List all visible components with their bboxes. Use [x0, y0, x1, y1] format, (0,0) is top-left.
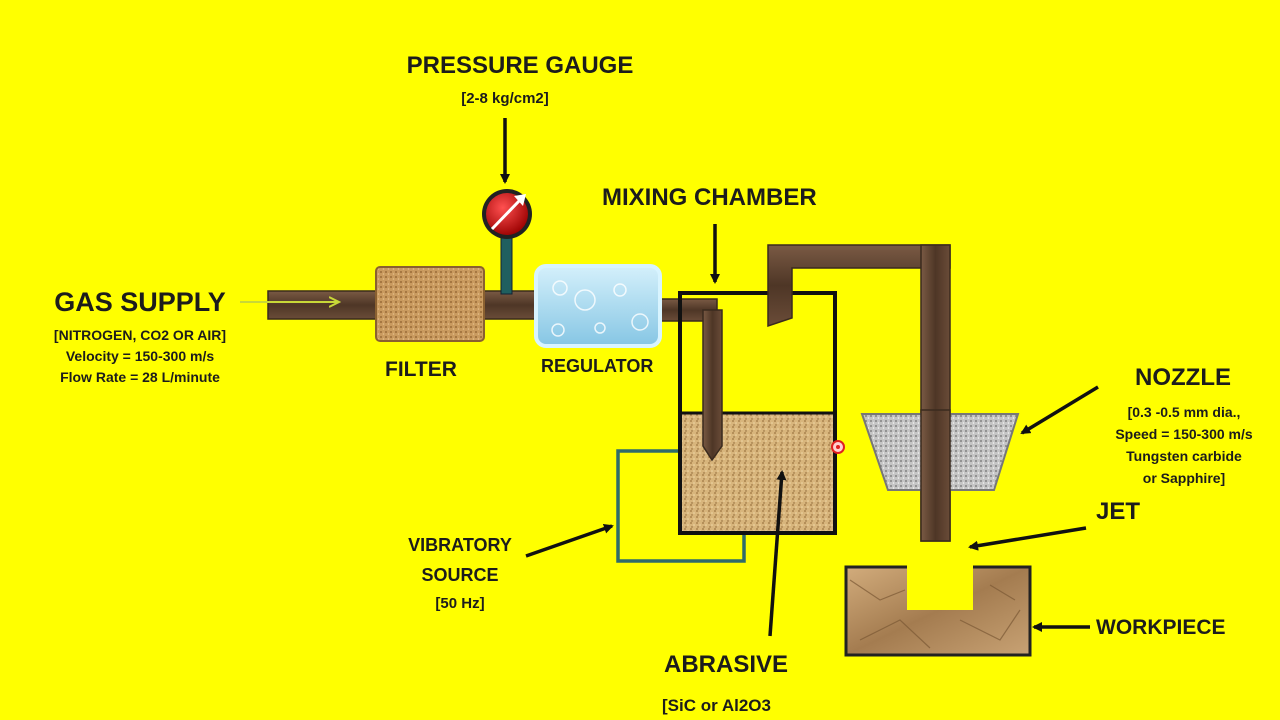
pressure-gauge-title: PRESSURE GAUGE	[406, 52, 634, 79]
vibratory-frame	[616, 449, 746, 563]
gas-supply-flow-rate: Flow Rate = 28 L/minute	[60, 369, 220, 385]
pipe-filter-regulator	[479, 290, 543, 320]
mixing-chamber-label: MIXING CHAMBER	[602, 184, 817, 211]
nozzle-arrow	[1020, 385, 1099, 435]
nozzle-line3: Tungsten carbide	[1126, 448, 1242, 464]
gas-supply-line1: [NITROGEN, CO2 OR AIR]	[53, 327, 227, 343]
inlet-dip-pipe	[702, 309, 723, 462]
filter-label: FILTER	[385, 358, 457, 381]
nozzle-line4: or Sapphire]	[1142, 470, 1226, 486]
nozzle-pipe-front	[920, 409, 951, 542]
abrasive-title: ABRASIVE	[664, 651, 789, 678]
gas-inlet-pipe	[267, 290, 381, 320]
vibratory-source-frequency: [50 Hz]	[435, 595, 485, 612]
nozzle-line2: Speed = 150-300 m/s	[1115, 426, 1253, 442]
nozzle-line1: [0.3 -0.5 mm dia.,	[1127, 404, 1241, 420]
pressure-gauge-range: [2-8 kg/cm2]	[461, 90, 549, 107]
workpiece	[844, 565, 1032, 657]
regulator	[534, 264, 662, 348]
abrasive-arrow	[768, 470, 787, 637]
cursor-marker-dot	[836, 445, 840, 449]
filter	[375, 266, 485, 342]
gas-supply-velocity: Velocity = 150-300 m/s	[65, 348, 215, 364]
vibratory-arrow	[525, 523, 614, 558]
jet-arrow	[968, 526, 1087, 551]
vibratory-source-line2: SOURCE	[421, 565, 499, 585]
regulator-label: REGULATOR	[541, 356, 654, 376]
abrasive-material: [SiC or Al2O3	[662, 696, 771, 715]
pressure-gauge	[482, 189, 532, 239]
gas-supply-title: GAS SUPPLY	[54, 287, 226, 317]
vibratory-source-line1: VIBRATORY	[408, 535, 512, 555]
workpiece-label: WORKPIECE	[1096, 616, 1226, 639]
gauge-stem	[500, 237, 513, 295]
nozzle-title: NOZZLE	[1135, 364, 1231, 391]
jet-label: JET	[1096, 498, 1141, 525]
